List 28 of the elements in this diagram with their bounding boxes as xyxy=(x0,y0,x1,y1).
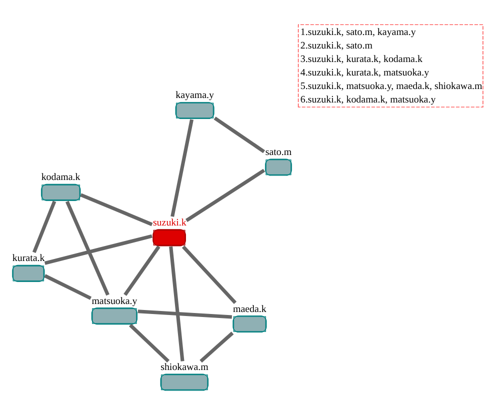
label: 4.suzuki.k, kurata.k, matsuoka.y xyxy=(300,66,430,78)
label: 1.suzuki.k, sato.m, kayama.y xyxy=(300,26,416,38)
connector xyxy=(214,116,266,153)
connector xyxy=(124,245,160,296)
connector xyxy=(169,246,184,361)
node-label: matsuoka.y xyxy=(92,295,138,306)
connector xyxy=(170,118,194,216)
node-label: shiokawa.m xyxy=(160,361,208,372)
connector xyxy=(44,234,152,264)
label: 2.suzuki.k, sato.m xyxy=(300,40,372,51)
connector xyxy=(32,200,56,253)
label: 5.suzuki.k, matsuoka.y, maeda.k, shiokawa.m xyxy=(300,80,482,92)
node-label: sato.m xyxy=(265,146,292,158)
node-label: kodama.k xyxy=(41,172,80,183)
node-label: maeda.k xyxy=(233,303,266,314)
connector xyxy=(138,309,232,318)
label: 3.suzuki.k, kurata.k, kodama.k xyxy=(300,53,422,64)
node-label: kurata.k xyxy=(12,252,45,264)
connector xyxy=(200,331,234,362)
connector xyxy=(65,200,110,296)
node-label: kayama.y xyxy=(176,90,214,101)
connector xyxy=(182,244,237,304)
connector xyxy=(80,192,153,226)
node-label: suzuki.k xyxy=(152,216,186,228)
connector xyxy=(44,274,92,300)
connector xyxy=(186,168,266,222)
connector xyxy=(129,323,170,362)
label: 6.suzuki.k, kodama.k, matsuoka.y xyxy=(300,94,436,105)
